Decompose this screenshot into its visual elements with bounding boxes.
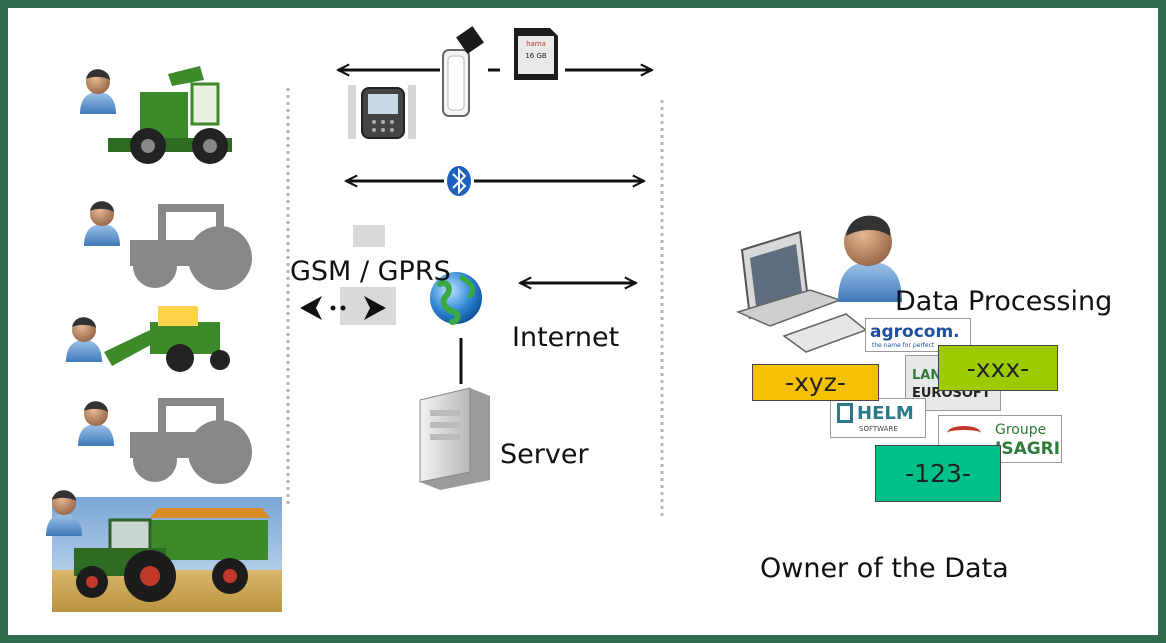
usb-stick-icon <box>442 26 484 117</box>
agrocom-logo-text: agrocom. <box>870 322 960 342</box>
data-processing-label: Data Processing <box>895 286 1113 317</box>
sd-card-capacity: 16 GB <box>525 52 547 60</box>
tractor-photo-icon <box>52 497 282 612</box>
owner-of-data-label: Owner of the Data <box>760 553 1009 584</box>
globe-icon <box>430 272 482 325</box>
software-tag-xyz: -xyz- <box>752 364 879 401</box>
tractor-silhouette-icon <box>130 398 252 484</box>
gsm-gprs-label: GSM / GPRS <box>290 256 451 287</box>
combine-harvester-icon <box>104 306 230 372</box>
user-icon <box>66 317 102 362</box>
user-icon <box>84 201 120 246</box>
isagri-logo-text: ISAGRI <box>995 439 1061 459</box>
sd-card-icon: hama 16 GB <box>514 28 558 80</box>
user-icon <box>78 401 114 446</box>
gsm-signal-block <box>340 287 396 325</box>
sd-card-brand: hama <box>526 40 546 48</box>
software-tag-123: -123- <box>875 445 1001 502</box>
owner-user-icon <box>838 215 902 302</box>
tractor-silhouette-icon <box>130 204 252 290</box>
gsm-antenna-block <box>353 225 385 247</box>
software-tag-xxx: -xxx- <box>938 345 1058 391</box>
agrocom-logo: agrocom. the name for perfect <box>865 318 971 352</box>
forage-harvester-icon <box>108 66 232 164</box>
bluetooth-icon <box>447 166 471 196</box>
server-icon <box>419 387 490 490</box>
agrocom-tagline: the name for perfect <box>872 342 935 349</box>
groupe-logo-text: Groupe <box>995 422 1047 438</box>
user-icon <box>80 69 116 114</box>
internet-label: Internet <box>512 322 620 353</box>
server-label: Server <box>500 439 589 470</box>
helm-logo-mark <box>837 403 853 423</box>
helm-logo-subtext: SOFTWARE <box>859 425 898 433</box>
isagri-logo-mark <box>947 426 981 440</box>
user-icon <box>46 490 82 536</box>
mobile-phone-icon <box>348 85 416 139</box>
desktop-computer-icon <box>735 230 868 353</box>
gsm-wireless-arrow <box>300 296 386 320</box>
helm-software-logo: HELM SOFTWARE <box>830 398 926 438</box>
helm-logo-text: HELM <box>857 403 914 424</box>
